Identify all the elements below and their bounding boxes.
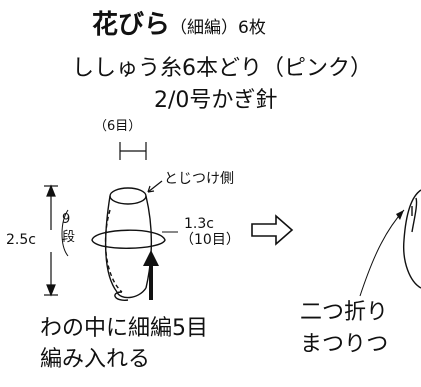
start-note-line1: わの中に細編5目	[40, 316, 208, 341]
rows-bracket-open	[61, 209, 69, 257]
folded-petal-outline	[403, 189, 421, 289]
width-stitches: （10目）	[180, 232, 240, 248]
start-note-line2: 編み入れる	[40, 347, 151, 372]
next-step-arrow	[251, 214, 294, 246]
hook-size: 2/0号かぎ針	[154, 88, 278, 113]
title-main: 花びら	[92, 10, 171, 40]
attach-side-label: とじつけ側	[164, 171, 234, 187]
width-label: 1.3c	[184, 216, 214, 232]
title-stitch: （細編）6枚	[170, 18, 266, 38]
top-rounds-bracket	[119, 142, 147, 160]
height-dimension	[44, 184, 58, 297]
height-label: 2.5c	[6, 232, 36, 248]
fold-note-line1: 二つ折り	[300, 300, 389, 325]
top-rounds-label: （6目）	[94, 119, 142, 134]
yarn-spec: ししゅう糸6本どり（ピンク）	[72, 56, 372, 81]
fold-pointer-head	[396, 210, 404, 220]
attach-side-arrow	[147, 180, 163, 193]
work-direction-arrow	[143, 250, 159, 300]
petal-outline	[91, 187, 166, 301]
rows-count: 9	[62, 212, 71, 227]
diagram-title: 花びら（細編）6枚	[92, 12, 266, 38]
rows-unit: 段	[62, 230, 76, 245]
fold-pointer	[359, 209, 405, 297]
fold-note-line2: まつりつ	[300, 332, 389, 357]
